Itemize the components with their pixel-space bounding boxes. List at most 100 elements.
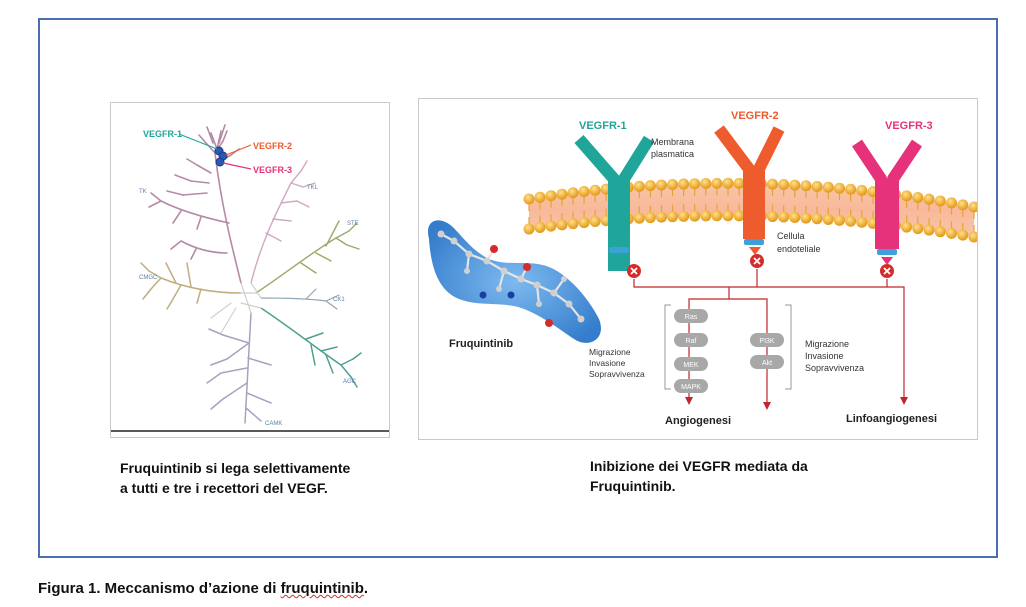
tree-label-vegfr2: VEGFR-2 <box>253 141 292 151</box>
lipid-head <box>711 177 723 189</box>
lipid-head <box>556 219 568 231</box>
mechanism-caption-line2: Fruquintinib. <box>590 478 676 494</box>
tk-branch <box>148 124 242 284</box>
vegfr2-receptor <box>714 125 785 255</box>
figure-caption-prefix: Figura 1. Meccanismo d’azione di <box>38 580 281 597</box>
pill-akt <box>750 355 784 369</box>
lipid-head <box>633 180 645 192</box>
membrane-label-line2: plasmatica <box>651 149 694 159</box>
lipid-head <box>567 187 579 199</box>
lipid-head <box>946 227 958 239</box>
lipid-head <box>800 180 812 192</box>
tree-label-cmgc: CMGC <box>139 275 158 281</box>
pill-mapk <box>674 379 708 393</box>
effect-right-2: Invasione <box>805 351 844 361</box>
effect-left-2: Invasione <box>589 358 626 368</box>
lipid-head <box>689 178 701 190</box>
cell-label-line1: Cellula <box>777 231 805 241</box>
tree-caption-line1: Fruquintinib si lega selettivamente <box>120 460 351 476</box>
inhibition-icon-vegfr3 <box>880 264 894 278</box>
pill-pi3k-label: PI3K <box>759 338 775 345</box>
lipid-head <box>912 223 924 235</box>
lipid-head <box>822 181 834 193</box>
fruquintinib-molecule <box>428 220 601 343</box>
lipid-head <box>957 199 969 211</box>
vegfr1-receptor <box>574 135 655 271</box>
figure-frame <box>38 18 998 558</box>
lipid-head <box>767 178 779 190</box>
tree-label-ck1: CK1 <box>333 297 345 303</box>
inhibition-icon-vegfr1 <box>627 264 641 278</box>
lipid-head <box>589 216 601 228</box>
lipid-head <box>901 221 913 233</box>
lipid-head <box>800 212 812 224</box>
lipid-head <box>934 195 946 207</box>
kinome-tree-panel: VEGFR-1 VEGFR-2 VEGFR-3 TK TKL STE CMGC … <box>110 102 390 438</box>
camk-branch <box>206 312 272 424</box>
lipid-head <box>968 231 977 243</box>
lipid-head <box>968 201 977 213</box>
lipid-head <box>655 179 667 191</box>
vegfr2-pointer <box>225 144 252 156</box>
lipid-head <box>811 213 823 225</box>
receptor-label-vegfr1: VEGFR-1 <box>579 120 627 132</box>
lipid-head <box>778 179 790 191</box>
drug-label: Fruquintinib <box>449 338 513 350</box>
pathway-left: Ras Raf MEK MAPK <box>674 309 708 393</box>
inhibition-icon-vegfr2 <box>750 254 764 268</box>
mechanism-diagram: VEGFR-1 VEGFR-2 VEGFR-3 Membrana plasmat… <box>428 110 977 427</box>
lipid-head <box>767 211 779 223</box>
vegfr3-pointer <box>222 162 252 170</box>
lipid-head <box>912 191 924 203</box>
lipid-head <box>733 210 745 222</box>
membrane-label-line1: Membrana <box>651 137 694 147</box>
lipid-head <box>589 184 601 196</box>
receptor-label-vegfr3: VEGFR-3 <box>885 120 933 132</box>
lipid-head <box>567 218 579 230</box>
pill-mapk-label: MAPK <box>681 384 701 391</box>
lipid-head <box>545 220 557 232</box>
lipid-head <box>845 183 857 195</box>
mechanism-caption-line1: Inibizione dei VEGFR mediata da <box>590 458 808 474</box>
angio-arrow-left <box>685 397 693 405</box>
lipid-head <box>934 226 946 238</box>
lipid-head <box>901 190 913 202</box>
lipid-head <box>644 212 656 224</box>
lipid-head <box>556 188 568 200</box>
lipid-head <box>811 180 823 192</box>
tree-center <box>210 282 262 334</box>
lipid-head <box>722 210 734 222</box>
ck1-branch <box>260 288 340 310</box>
lipid-head <box>789 179 801 191</box>
pill-ras <box>674 309 708 323</box>
lymph-arrow <box>900 397 908 405</box>
lipid-head <box>856 184 868 196</box>
lipid-head <box>946 197 958 209</box>
lipid-head <box>578 217 590 229</box>
tree-label-agc: AGC <box>343 379 357 385</box>
effect-left-1: Migrazione <box>589 347 631 357</box>
tkl-branch <box>250 160 316 284</box>
lipid-head <box>523 193 535 205</box>
lipid-head <box>822 213 834 225</box>
kinome-tree: VEGFR-1 VEGFR-2 VEGFR-3 TK TKL STE CMGC … <box>111 124 389 432</box>
lipid-head <box>733 177 745 189</box>
figure-caption: Figura 1. Meccanismo d’azione di fruquin… <box>38 580 368 597</box>
tree-label-tkl: TKL <box>307 185 319 191</box>
lipid-head <box>644 180 656 192</box>
lipid-head <box>957 229 969 241</box>
lipid-head <box>700 177 712 189</box>
lipid-head <box>655 211 667 223</box>
mechanism-panel: VEGFR-1 VEGFR-2 VEGFR-3 Membrana plasmat… <box>418 98 978 440</box>
pill-ras-label: Ras <box>685 314 698 321</box>
lipid-head <box>667 211 679 223</box>
lipid-head <box>778 211 790 223</box>
effect-right-1: Migrazione <box>805 339 849 349</box>
bracket-right <box>785 304 792 390</box>
vegfr3-marker <box>215 157 225 167</box>
lipid-head <box>845 215 857 227</box>
vegfr3-receptor <box>852 139 922 265</box>
angiogenesis-label: Angiogenesi <box>665 415 731 427</box>
figure-caption-suffix: . <box>363 580 369 597</box>
lipid-head <box>523 223 535 235</box>
